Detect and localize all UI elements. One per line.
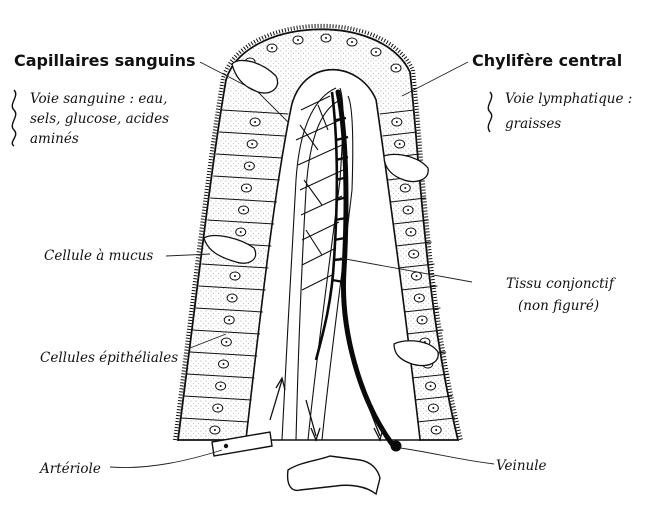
- goblet-cell-right-lower: [393, 340, 439, 367]
- cell-boundary: [192, 329, 261, 335]
- nucleolus: [271, 47, 273, 49]
- arteriole-vessel: [211, 431, 273, 457]
- nucleolus: [418, 297, 421, 299]
- capillaires-desc-line-3: aminés: [30, 131, 79, 147]
- capillaires-desc-line-1: Voie sanguine : eau,: [30, 91, 167, 107]
- nucleolus: [398, 143, 401, 145]
- cell-boundary: [379, 109, 415, 115]
- nucleolus: [239, 231, 242, 233]
- cellule-mucus-label: Cellule à mucus: [44, 248, 153, 264]
- goblet-cell-left: [203, 234, 257, 264]
- cell-boundary: [393, 219, 429, 225]
- nucleolus: [242, 209, 245, 211]
- nucleolus: [375, 51, 377, 53]
- cell-boundary: [189, 351, 258, 357]
- nucleolus: [228, 319, 231, 321]
- nucleolus: [325, 37, 327, 39]
- cell-boundary: [219, 131, 286, 137]
- tissu-conjonctif-note: (non figuré): [518, 298, 599, 314]
- nucleolus: [415, 275, 418, 277]
- nucleolus: [219, 385, 222, 387]
- capillaires-title: Capillaires sanguins: [14, 51, 196, 70]
- venule-terminal-dot: [390, 440, 402, 452]
- nucleolus: [231, 297, 234, 299]
- cell-boundary: [406, 329, 444, 335]
- nucleolus: [409, 231, 412, 233]
- cell-boundary: [195, 307, 263, 313]
- nucleolus: [421, 319, 424, 321]
- nucleolus: [395, 121, 398, 123]
- goblet-cell-right-upper: [383, 153, 429, 183]
- cellules-epitheliales-label: Cellules épithéliales: [40, 350, 178, 366]
- cell-boundary: [216, 153, 283, 159]
- cell-boundary: [213, 175, 280, 181]
- nucleolus: [251, 143, 254, 145]
- cell-boundary: [398, 263, 435, 269]
- nucleolus: [404, 187, 407, 189]
- cell-boundary: [417, 417, 456, 423]
- goblet-cells: [203, 59, 439, 367]
- nucleolus: [351, 41, 353, 43]
- nucleolus: [254, 121, 257, 123]
- villus: [173, 23, 463, 441]
- chylifere-title: Chylifère central: [472, 51, 622, 70]
- chylifere-desc-line-2: graisses: [505, 116, 561, 132]
- cell-boundary: [403, 307, 441, 313]
- cell-boundary: [414, 395, 453, 401]
- cell-boundary: [395, 241, 432, 247]
- veinule-label: Veinule: [496, 458, 547, 474]
- nucleolus: [245, 187, 248, 189]
- nucleolus: [297, 39, 299, 41]
- nucleolus: [233, 275, 236, 277]
- nucleolus: [222, 363, 225, 365]
- cell-boundary: [390, 197, 426, 203]
- cell-boundary: [180, 417, 249, 423]
- base-vessels: [211, 431, 381, 496]
- tissu-conjonctif-label: Tissu conjonctif: [506, 276, 616, 292]
- goblet-cell-upper-left: [231, 59, 279, 94]
- cell-boundary: [210, 197, 277, 203]
- central-lacteal: [314, 89, 402, 452]
- nucleolus: [407, 209, 410, 211]
- cell-boundary: [401, 285, 438, 291]
- chylifere-desc-line-1: Voie lymphatique :: [505, 91, 632, 107]
- flow-arrows: [269, 376, 384, 442]
- leader-lines: [109, 61, 495, 468]
- cell-boundary: [411, 373, 450, 379]
- venule-vessel: [286, 455, 381, 496]
- cell-boundary: [221, 109, 289, 115]
- nucleolus: [216, 407, 219, 409]
- arteriole-label: Artériole: [38, 461, 101, 477]
- capillaires-desc-line-2: sels, glucose, acides: [30, 111, 169, 127]
- cell-boundary: [186, 373, 255, 379]
- nucleolus: [432, 407, 435, 409]
- nucleolus: [429, 385, 432, 387]
- cell-boundary: [198, 285, 266, 291]
- cell-boundary: [382, 131, 417, 137]
- villus-core: [245, 69, 421, 441]
- bracket-marks: [11, 89, 493, 147]
- nucleolus: [248, 165, 251, 167]
- nucleolus: [412, 253, 415, 255]
- cell-boundary: [183, 395, 252, 401]
- nucleolus: [395, 67, 397, 69]
- nucleolus: [225, 341, 228, 343]
- cell-boundary: [207, 219, 275, 225]
- nucleolus: [435, 429, 438, 431]
- cell-boundary: [201, 263, 269, 269]
- nucleolus: [213, 429, 216, 431]
